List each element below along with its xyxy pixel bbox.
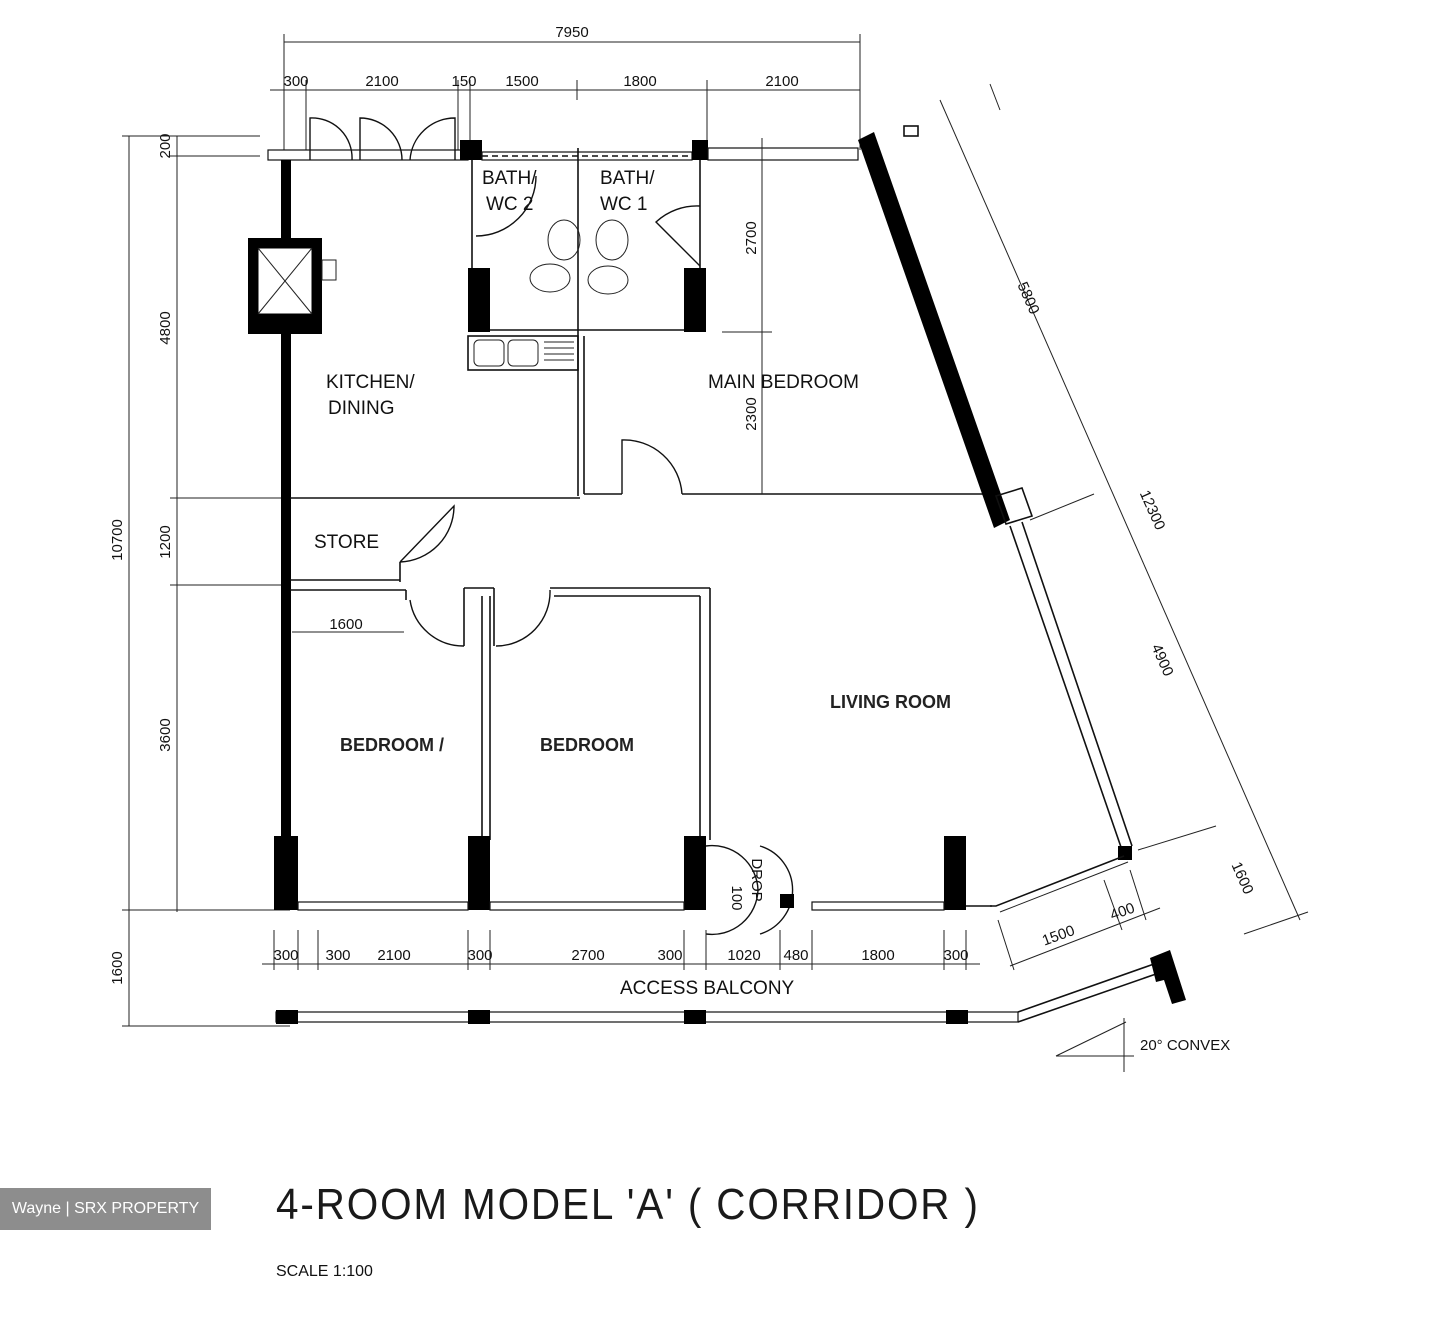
diagonal-wall (858, 125, 1133, 913)
scale-label: SCALE 1:100 (276, 1263, 373, 1280)
top-left-doors (309, 117, 456, 161)
dim-diagonal-1: 5800 (1014, 279, 1043, 316)
dim-top-2: 2100 (365, 73, 398, 90)
dim-main-bedroom-1: 2700 (743, 221, 760, 254)
room-kitchen-line1: KITCHEN/ (326, 372, 415, 393)
dim-bottom-1: 300 (273, 947, 298, 964)
top-dimension-lines (270, 34, 861, 150)
floor-plan-drawing: 7950 300 2100 150 1500 1800 2100 200 480… (109, 24, 1309, 1072)
dim-bottom-3: 2100 (377, 947, 410, 964)
dim-bottom-right-1: 1500 (1040, 922, 1077, 949)
main-bedroom-walls (290, 138, 990, 499)
dim-bottom-2: 300 (325, 947, 350, 964)
room-bath-wc1-line1: BATH/ (600, 168, 655, 189)
kitchen-sink (467, 335, 579, 371)
dim-store-width: 1600 (329, 616, 362, 633)
dim-top-4: 1500 (505, 73, 538, 90)
dim-bottom-8: 480 (783, 947, 808, 964)
dim-left-balcony: 1600 (109, 951, 126, 984)
dim-bottom-7: 1020 (727, 947, 760, 964)
dim-left-1: 200 (157, 133, 174, 158)
room-kitchen-line2: DINING (328, 398, 395, 419)
dim-top-6: 2100 (765, 73, 798, 90)
watermark-badge: Wayne | SRX PROPERTY (0, 1188, 211, 1230)
room-bath-wc2-line1: BATH/ (482, 168, 537, 189)
dim-bottom-6: 300 (657, 947, 682, 964)
dim-diagonal-3: 1600 (1228, 859, 1257, 896)
dim-top-overall: 7950 (555, 24, 588, 41)
dim-left-3: 1200 (157, 525, 174, 558)
dim-top-3: 150 (451, 73, 476, 90)
dim-bottom-5: 2700 (571, 947, 604, 964)
dim-drop-width: 100 (728, 885, 745, 910)
label-convex: 20° CONVEX (1140, 1037, 1230, 1054)
room-store: STORE (314, 532, 379, 553)
service-shaft (248, 238, 337, 334)
label-access-balcony: ACCESS BALCONY (620, 978, 795, 999)
bathroom-block (468, 148, 706, 332)
diagonal-dimension-lines (939, 83, 1309, 935)
top-wall (267, 140, 859, 161)
dim-diagonal-2: 4900 (1148, 641, 1177, 678)
dim-top-5: 1800 (623, 73, 656, 90)
dim-bottom-9: 1800 (861, 947, 894, 964)
bottom-right-dimension-lines (997, 869, 1161, 971)
left-wall (281, 160, 291, 840)
bottom-dimension-lines (262, 930, 980, 970)
bottom-wall (274, 836, 992, 936)
store-walls (290, 504, 455, 633)
room-living: LIVING ROOM (830, 692, 951, 712)
dim-left-overall: 10700 (109, 519, 126, 561)
dim-left-2: 4800 (157, 311, 174, 344)
dim-top-1: 300 (283, 73, 308, 90)
dim-left-4: 3600 (157, 718, 174, 751)
room-bath-wc2-line2: WC 2 (486, 194, 534, 215)
room-bath-wc1-line2: WC 1 (600, 194, 648, 215)
access-balcony-parapet (275, 950, 1186, 1024)
plan-title: 4-ROOM MODEL 'A' ( CORRIDOR ) (276, 1180, 980, 1229)
room-main-bedroom: MAIN BEDROOM (708, 372, 859, 393)
dim-bottom-4: 300 (467, 947, 492, 964)
convex-angle-marker (1055, 1018, 1134, 1072)
dim-diagonal-overall: 12300 (1136, 488, 1168, 533)
label-drop: DROP (748, 858, 765, 901)
room-bedroom-left: BEDROOM / (340, 735, 444, 755)
dim-bottom-10: 300 (943, 947, 968, 964)
dim-main-bedroom-2: 2300 (743, 397, 760, 430)
room-bedroom-mid: BEDROOM (540, 735, 634, 755)
bedroom-walls (405, 587, 711, 840)
left-dimension-lines (122, 135, 290, 1027)
